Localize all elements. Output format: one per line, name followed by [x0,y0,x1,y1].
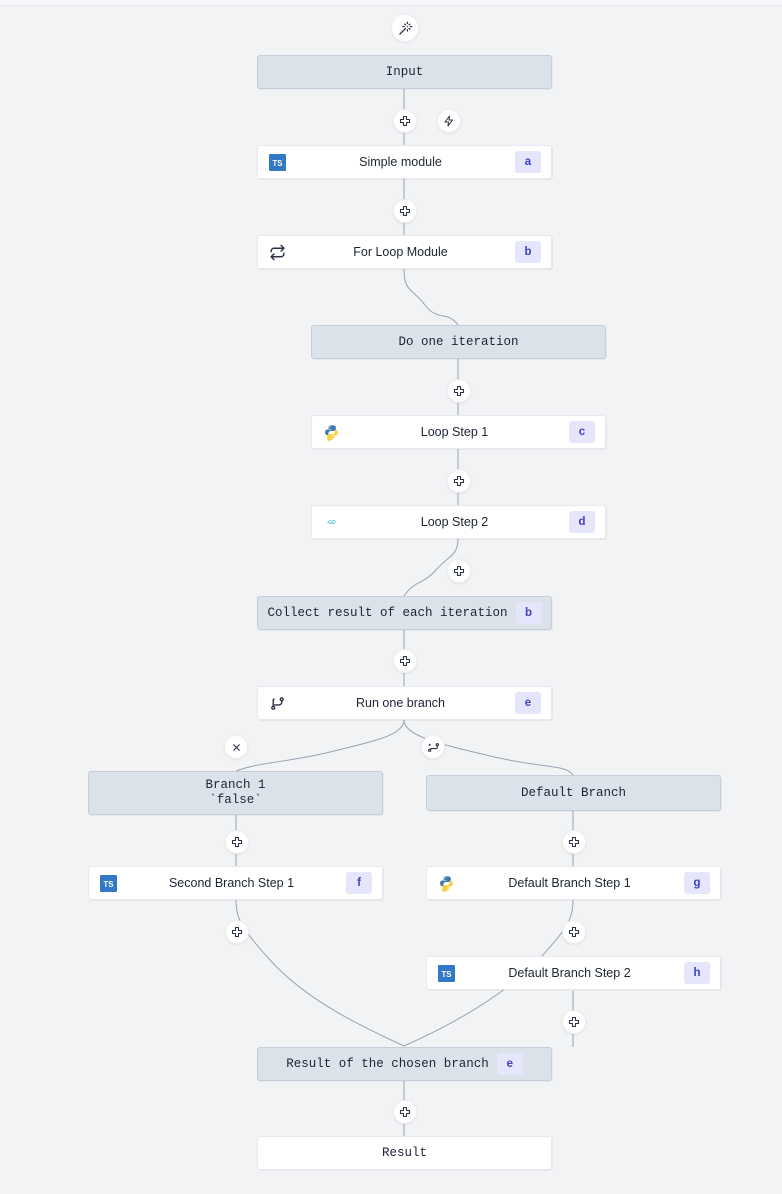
node-second-branch-step-1-label: Second Branch Step 1 [168,876,295,890]
node-default-branch[interactable]: Default Branch [426,775,721,811]
node-loop-step-1-badge: c [569,421,595,443]
close-icon [231,742,242,753]
node-simple-module[interactable]: TS Simple module a [257,145,552,179]
plus-icon [453,475,465,487]
add-step-handle-after-c[interactable] [447,469,471,493]
node-simple-module-badge: a [515,151,541,173]
python-icon [437,874,455,892]
node-loop-step-2-label: Loop Step 2 [420,515,489,529]
node-for-loop-module-badge: b [515,241,541,263]
add-branch-handle[interactable] [421,735,445,759]
plus-icon [399,115,411,127]
add-step-handle-after-collect[interactable] [393,649,417,673]
plus-icon [568,1016,580,1028]
top-header-bar [0,0,782,6]
node-collect-result-label: Collect result of each iteration [267,606,508,620]
node-branch-1[interactable]: Branch 1 `false` [88,771,383,815]
node-chosen-branch-result-badge: e [496,1053,523,1075]
node-run-one-branch-label: Run one branch [356,696,445,710]
node-do-one-iteration[interactable]: Do one iteration [311,325,606,359]
add-step-handle-after-g[interactable] [562,920,586,944]
node-run-one-branch[interactable]: Run one branch e [257,686,552,720]
plus-icon [453,385,465,397]
magic-wand-icon [398,21,413,36]
add-step-handle-after-d[interactable] [447,559,471,583]
lightning-icon [443,115,455,127]
typescript-icon: TS [268,153,286,171]
node-second-branch-step-1[interactable]: TS Second Branch Step 1 f [88,866,383,900]
typescript-icon: TS [437,964,455,982]
add-step-handle-after-a[interactable] [393,199,417,223]
svg-text:TS: TS [103,880,113,889]
node-loop-step-2-badge: d [569,511,595,533]
node-for-loop-module-label: For Loop Module [353,245,448,259]
add-step-handle-default-branch[interactable] [562,830,586,854]
node-do-one-iteration-label: Do one iteration [398,335,519,349]
node-second-branch-step-1-badge: f [346,872,372,894]
node-chosen-branch-result[interactable]: Result of the chosen branch e [257,1047,552,1081]
add-step-handle-after-h[interactable] [562,1010,586,1034]
add-step-handle-after-f[interactable] [225,920,249,944]
node-default-branch-step-2-badge: h [684,962,710,984]
node-chosen-branch-result-label: Result of the chosen branch [286,1057,489,1071]
python-icon [322,423,340,441]
typescript-icon: TS [99,874,117,892]
plus-icon [231,836,243,848]
node-for-loop-module[interactable]: For Loop Module b [257,235,552,269]
go-icon: -GO [322,513,340,531]
plus-icon [399,205,411,217]
trigger-handle[interactable] [437,109,461,133]
magic-wand-handle[interactable] [391,14,419,42]
node-input-label: Input [385,65,424,79]
svg-text:TS: TS [441,970,451,979]
node-loop-step-1[interactable]: Loop Step 1 c [311,415,606,449]
node-default-branch-step-2-label: Default Branch Step 2 [508,966,631,980]
node-default-branch-step-1-label: Default Branch Step 1 [508,876,631,890]
add-step-handle-before-result[interactable] [393,1100,417,1124]
node-collect-result[interactable]: Collect result of each iteration b [257,596,552,630]
add-step-handle-branch1[interactable] [225,830,249,854]
node-simple-module-label: Simple module [359,155,442,169]
node-default-branch-step-2[interactable]: TS Default Branch Step 2 h [426,956,721,990]
plus-icon [453,565,465,577]
plus-icon [568,836,580,848]
node-result[interactable]: Result [257,1136,552,1170]
node-result-label: Result [381,1146,427,1160]
loop-icon [268,243,286,261]
node-run-one-branch-badge: e [515,692,541,714]
node-default-branch-label: Default Branch [520,786,627,800]
add-branch-icon [427,741,440,754]
plus-icon [399,1106,411,1118]
plus-icon [231,926,243,938]
node-input[interactable]: Input [257,55,552,89]
plus-icon [399,655,411,667]
node-default-branch-step-1-badge: g [684,872,710,894]
node-loop-step-2[interactable]: -GO Loop Step 2 d [311,505,606,539]
node-branch-1-label: Branch 1 `false` [205,778,266,807]
node-collect-result-badge: b [515,602,542,624]
delete-branch-handle[interactable] [224,735,248,759]
node-default-branch-step-1[interactable]: Default Branch Step 1 g [426,866,721,900]
svg-text:TS: TS [272,159,282,168]
branch-icon [268,694,286,712]
svg-text:-GO: -GO [327,520,336,526]
node-loop-step-1-label: Loop Step 1 [420,425,489,439]
plus-icon [568,926,580,938]
add-step-handle-after-input[interactable] [393,109,417,133]
add-step-handle-in-loop[interactable] [447,379,471,403]
